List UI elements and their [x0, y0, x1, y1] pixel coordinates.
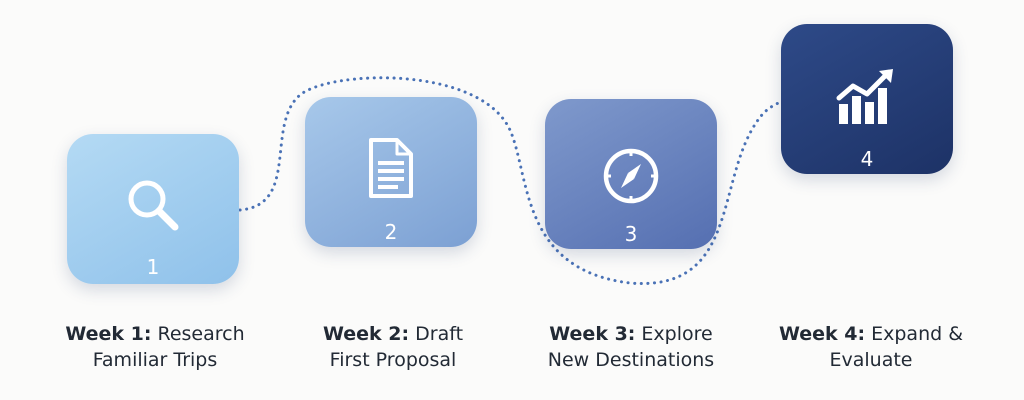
document-icon [369, 138, 413, 198]
step-3-label: Week 3: Explore New Destinations [516, 321, 746, 373]
step-2-label: Week 2: Draft First Proposal [278, 321, 508, 373]
step-title: Expand & [865, 323, 964, 345]
magnifying-glass-icon [128, 180, 179, 231]
step-1-label: Week 1: Research Familiar Trips [40, 321, 270, 373]
step-1-tile: 1 [67, 134, 239, 284]
step-number: 3 [624, 222, 638, 246]
step-2-tile: 2 [305, 97, 477, 247]
step-week: Week 4: [778, 323, 866, 345]
step-number: 1 [146, 255, 160, 279]
step-3-tile: 3 [545, 99, 717, 249]
step-number: 4 [860, 147, 874, 171]
step-week: Week 3: [549, 323, 636, 345]
step-title: Research [151, 323, 245, 345]
step-week: Week 1: [65, 323, 152, 345]
step-4-tile: 4 [781, 24, 953, 174]
step-title-line2: New Destinations [547, 349, 715, 371]
step-title-line2: First Proposal [329, 349, 457, 371]
step-title: Explore [635, 323, 713, 345]
step-title-line2: Familiar Trips [92, 349, 218, 371]
compass-icon [603, 148, 659, 204]
step-number: 2 [384, 220, 398, 244]
growth-chart-icon [836, 69, 893, 124]
step-4-label: Week 4: Expand & Evaluate [756, 321, 986, 373]
step-week: Week 2: [322, 323, 410, 345]
step-title: Draft [409, 323, 464, 345]
step-title-line2: Evaluate [829, 349, 913, 371]
